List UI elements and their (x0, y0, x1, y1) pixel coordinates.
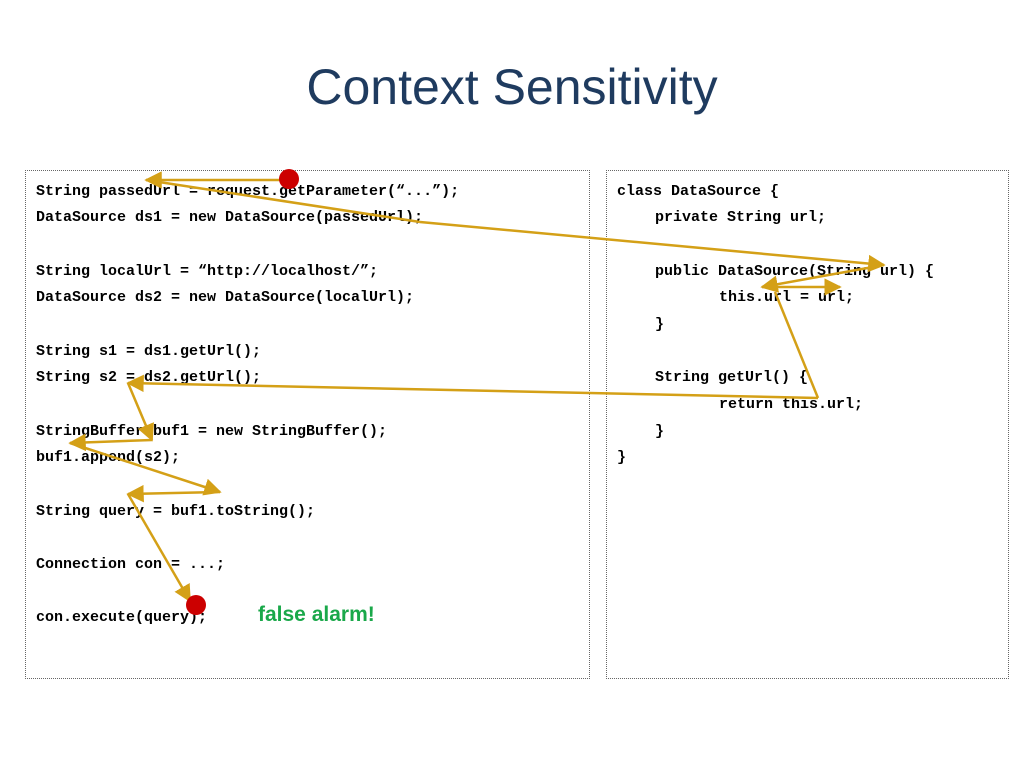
flow-arrow-query-to-execute (126, 493, 192, 603)
code-line-class-close: } (617, 449, 627, 466)
code-line-geturl-close: } (655, 423, 665, 440)
code-line-class-decl: class DataSource { (617, 183, 780, 200)
code-line-s1: String s1 = ds1.getUrl(); (36, 343, 262, 360)
code-line-ds2: DataSource ds2 = new DataSource(localUrl… (36, 289, 415, 306)
flow-arrow-param-to-field (760, 263, 885, 293)
flow-arrow-ds1-to-constructor (419, 220, 886, 273)
datasource-class-panel (606, 170, 1009, 679)
code-line-field-url: private String url; (655, 209, 827, 226)
code-line-ds1: DataSource ds1 = new DataSource(passedUr… (36, 209, 424, 226)
code-line-geturl-decl: String getUrl() { (655, 369, 809, 386)
code-line-passedurl: String passedUrl = request.getParameter(… (36, 183, 460, 200)
code-line-execute: con.execute(query); (36, 609, 208, 626)
flow-arrow-append-to-buf (69, 441, 222, 496)
code-line-localurl: String localUrl = “http://localhost/”; (36, 263, 379, 280)
code-line-query: String query = buf1.toString(); (36, 503, 316, 520)
flow-arrow-field-to-return (773, 291, 820, 399)
flow-arrow-buf-to-query (126, 484, 221, 503)
source-marker (279, 169, 299, 189)
code-line-constructor-close: } (655, 316, 665, 333)
code-line-constructor: public DataSource(String url) { (655, 263, 935, 280)
flow-arrow-s2-to-buf1 (126, 382, 154, 442)
caller-code-panel (25, 170, 590, 679)
sink-marker (186, 595, 206, 615)
code-line-connection: Connection con = ...; (36, 556, 226, 573)
code-line-append: buf1.append(s2); (36, 449, 181, 466)
false-alarm-label: false alarm! (258, 603, 375, 626)
code-line-return-url: return this.url; (719, 396, 864, 413)
flow-arrow-return-to-s2 (126, 374, 819, 400)
flow-arrow-buf1-to-append (68, 433, 153, 452)
code-line-buf1: StringBuffer buf1 = new StringBuffer(); (36, 423, 388, 440)
flow-arrow-param-to-ds1 (145, 178, 421, 224)
slide-title: Context Sensitivity (306, 59, 718, 115)
